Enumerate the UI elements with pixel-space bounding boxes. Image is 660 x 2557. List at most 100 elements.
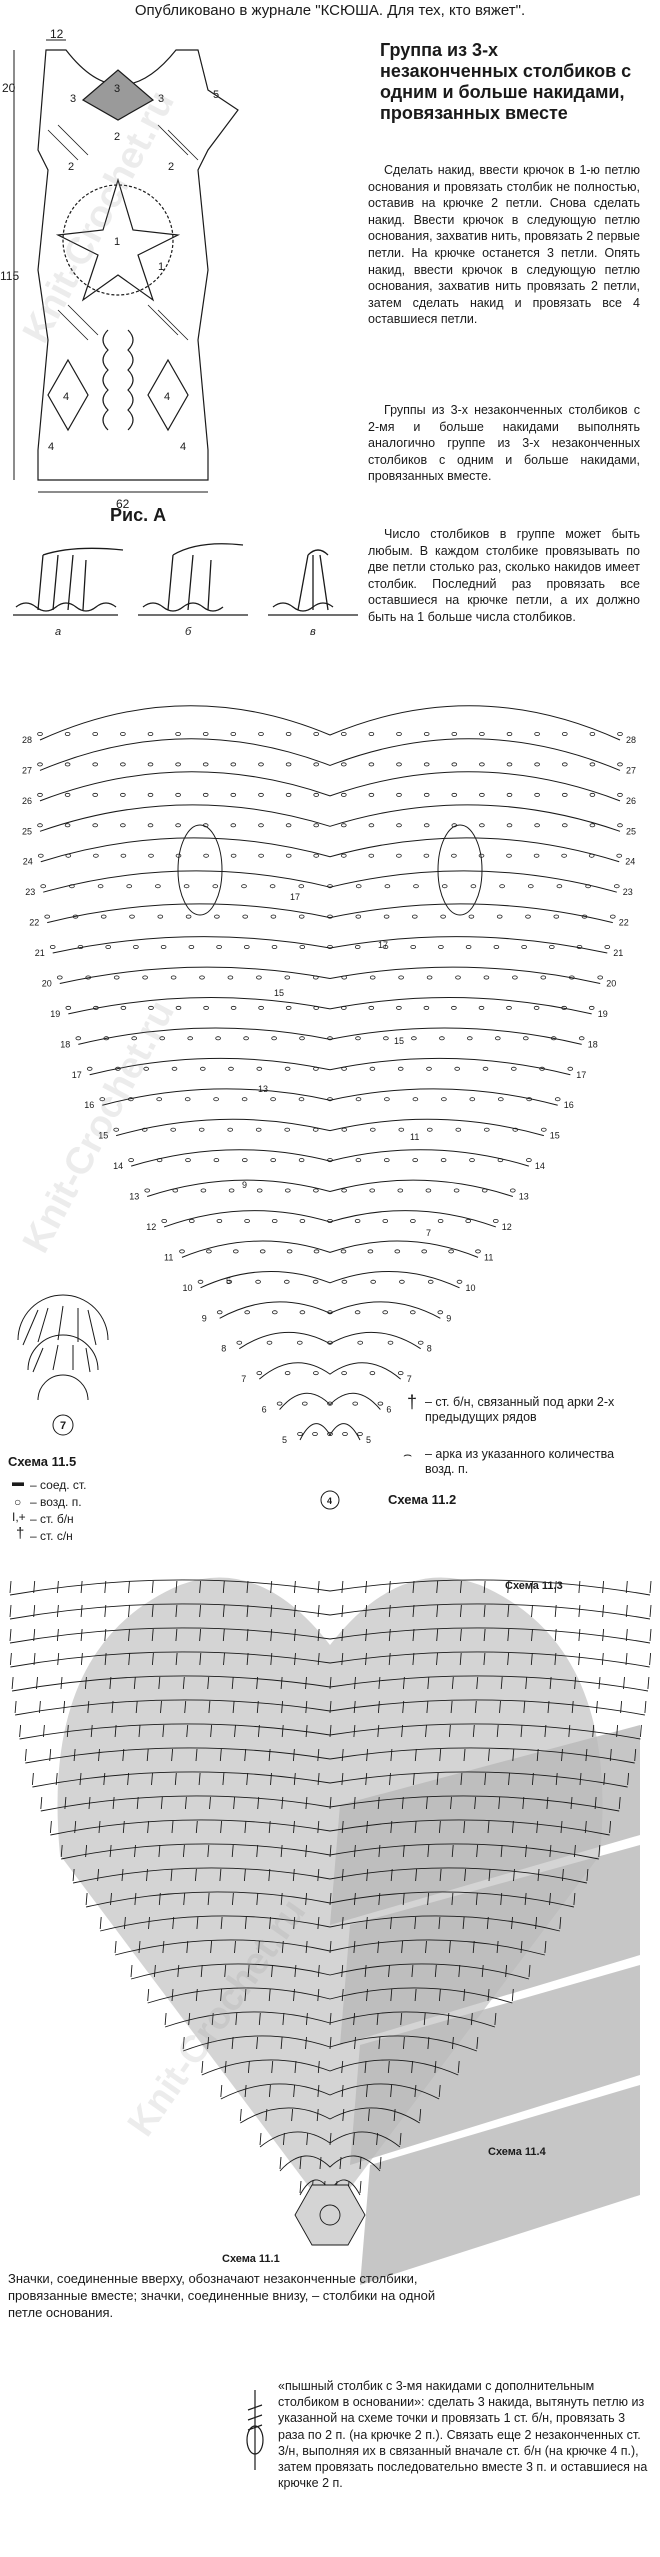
stitch-post (109, 1676, 112, 1690)
chain-stitch-mark (285, 762, 292, 767)
stitch-post (280, 2036, 283, 2050)
chain-stitch-mark (412, 1097, 419, 1102)
chain-stitch-mark (147, 732, 154, 737)
stitch-post (447, 2012, 450, 2026)
stitch-post (305, 1700, 308, 1714)
stitch-post (220, 1916, 223, 1930)
chain-stitch-mark (213, 1158, 220, 1163)
chain-stitch-mark (202, 823, 209, 828)
chain-stitch-mark (581, 914, 588, 919)
chain-stitch-mark (276, 1401, 283, 1406)
chain-stitch-mark (525, 914, 531, 919)
chain-stitch-mark (313, 1188, 319, 1193)
stitch-post (390, 1916, 392, 1930)
stitch-post (195, 1820, 198, 1834)
chain-stitch-mark (589, 762, 596, 767)
chain-stitch-mark (256, 1188, 263, 1193)
row-number-left: 18 (60, 1039, 70, 1049)
stitch-post (60, 1676, 63, 1690)
chain-stitch-mark (298, 884, 305, 889)
chain-stitch-mark (534, 732, 540, 737)
row-number-left: 21 (35, 948, 45, 958)
stitch-post (463, 1988, 466, 2002)
stitch-post (293, 2084, 296, 2098)
chain-stitch-mark (554, 1097, 561, 1102)
chart-row-arc (130, 1149, 530, 1167)
chain-stitch-mark (64, 762, 71, 767)
stitch-post (554, 1652, 557, 1666)
stitch-post (451, 2036, 454, 2050)
stitch-post (377, 1724, 380, 1738)
chain-stitch-mark (589, 732, 596, 737)
stitch-post (530, 1652, 533, 1666)
chain-stitch-mark (270, 914, 277, 919)
chain-stitch-mark (423, 762, 430, 767)
chain-stitch-mark (327, 1432, 333, 1437)
stitch-post (522, 1796, 525, 1810)
stitch-post (412, 1628, 415, 1642)
stitch-post (104, 1652, 107, 1666)
chain-stitch-mark (354, 1310, 361, 1315)
stitch-post (270, 1772, 272, 1786)
stitch-post (57, 1652, 60, 1666)
chain-stitch-mark (313, 1371, 319, 1376)
big-row-arc (9, 1627, 651, 1644)
chain-stitch-mark (425, 1188, 432, 1193)
stitch-post (280, 1892, 283, 1906)
chain-stitch-mark (352, 1401, 359, 1406)
row-number-right: 23 (623, 887, 633, 897)
stitch-post (476, 1676, 479, 1690)
chain-stitch-mark (588, 1005, 595, 1010)
chain-stitch-mark (228, 1188, 235, 1193)
chain-stitch-mark (561, 732, 568, 737)
stitch-post (354, 1676, 356, 1690)
stitch-post (511, 1988, 514, 2002)
chain-stitch-mark (284, 1127, 291, 1132)
chain-stitch-mark (148, 1005, 154, 1010)
row-number-right: 15 (550, 1131, 560, 1141)
stitch-post (188, 2012, 191, 2026)
stitch-post (341, 1604, 344, 1618)
stitch-post (500, 1892, 503, 1906)
chain-stitch-mark (368, 762, 375, 767)
stitch-post (269, 1916, 271, 1930)
start-label: 4 (327, 1496, 332, 1506)
chain-stitch-mark (128, 1097, 134, 1102)
stitch-post (259, 2132, 262, 2146)
chain-stitch-mark (64, 792, 71, 797)
legend-item-chain-arch: ⌢ – арка из указанного количества возд. … (403, 1447, 645, 1477)
chain-stitch-mark (313, 1249, 320, 1254)
stitch-post (390, 1988, 393, 2002)
stitch-post (194, 1868, 197, 1882)
chain-stitch-mark (37, 762, 43, 767)
stitch-post (175, 1604, 178, 1618)
stitch-post (244, 2084, 247, 2098)
chain-stitch-mark (175, 1005, 182, 1010)
stitch-post (472, 1724, 475, 1738)
inner-number: 15 (394, 1036, 404, 1046)
chain-stitch-mark (296, 1340, 303, 1345)
stitch-post (244, 1820, 247, 1834)
pineapple-lobe (177, 824, 223, 916)
chain-stitch-mark (283, 1279, 290, 1284)
stitch-post (121, 1868, 124, 1882)
chart-row-arc (39, 804, 621, 832)
stitch-post (247, 1964, 250, 1978)
stitch-post (618, 1796, 621, 1810)
stitch-post (359, 2180, 362, 2194)
stitch-post (523, 1700, 526, 1714)
stitch-post (128, 1652, 131, 1666)
stitch-post (402, 2036, 405, 2050)
chart-row-arc (89, 1057, 571, 1076)
chain-stitch-mark (115, 1066, 121, 1071)
stitch-post (573, 1892, 576, 1906)
stitch-post (219, 1748, 222, 1762)
stitch-post (207, 1892, 210, 1906)
chain-stitch-mark (469, 1097, 476, 1102)
stitch-post (365, 1628, 368, 1642)
chain-stitch-mark (453, 1188, 460, 1193)
stitch-post (220, 1820, 223, 1834)
stitch-post (199, 1604, 202, 1618)
inner-number: 5 (226, 1276, 231, 1286)
chain-stitch-mark (256, 1371, 263, 1376)
